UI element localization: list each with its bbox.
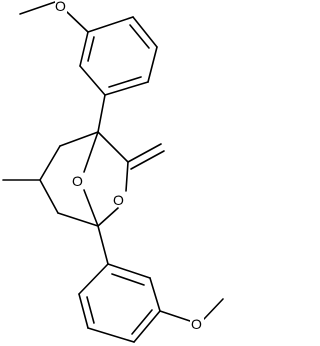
top-aryl-bond-3 [147, 46, 158, 83]
methoxy-top-oxygen-label: O [55, 0, 66, 14]
ring-oxygen-to-lower-bridgehead-bond [97, 207, 119, 227]
atom-labels: O O O O [55, 0, 204, 332]
bridge-oxygen-label: O [72, 173, 83, 189]
bottom-aryl-to-methoxy-oxygen-bond [159, 310, 191, 322]
structure-diagram: O O O O [2, 0, 224, 343]
bottom-aryl-bond-3 [87, 327, 135, 343]
exocyclic-methylene-bond-outer [127, 143, 162, 163]
bottom-aryl-bond-4 [133, 310, 161, 343]
methyl-carbon-to-ring-carbon-bond [39, 179, 59, 214]
ring-oxygen-label: O [113, 192, 124, 208]
lower-bridgehead-to-bottom-aryl-bond [97, 225, 109, 265]
bottom-aryl-bond-2 [78, 293, 89, 329]
bottom-aryl-bond-4-inner [131, 309, 153, 335]
alkene-carbon-to-ring-oxygen-bond [125, 161, 129, 192]
top-aryl-bond-5 [79, 65, 106, 96]
bottom-aryl-bond-6-inner [111, 273, 145, 286]
bottom-aryl-bond-6 [107, 263, 151, 279]
upper-bridgehead-to-alkene-carbon-bond [97, 131, 129, 163]
top-methoxy-methyl-bond [19, 1, 56, 15]
top-aryl-bond-1 [87, 16, 134, 33]
top-aryl-bond-2 [132, 16, 158, 48]
bottom-aryl-bond-1 [78, 263, 109, 295]
bottom-aryl-bond-5 [149, 277, 161, 312]
ring-carbon-to-lower-bridgehead-bond [57, 212, 99, 227]
top-methoxy-oxygen-to-ring-bond [66, 11, 89, 33]
top-aryl-bond-4-inner [108, 76, 142, 88]
exocyclic-methylene-bond-inner [130, 150, 165, 170]
top-aryl-bond-2-inner [129, 24, 150, 49]
bicyclic-structure-svg: O O O O [2, 0, 224, 343]
top-aryl-bond-6-inner [87, 36, 95, 62]
bridgehead-to-ring-carbon-bond [59, 131, 99, 147]
top-aryl-bond-6 [79, 31, 89, 67]
top-aryl-to-bridgehead-bond [97, 94, 106, 133]
bottom-methoxyphenyl-group [78, 225, 224, 343]
methoxy-bottom-oxygen-label: O [191, 316, 202, 332]
top-methoxyphenyl-group [19, 1, 158, 96]
ring-carbon-to-methyl-carbon-bond [39, 145, 61, 181]
bicyclic-core [2, 94, 165, 227]
bottom-aryl-bond-2-inner [86, 296, 95, 324]
bottom-methoxy-methyl-bond [203, 298, 224, 320]
top-aryl-bond-4 [104, 81, 149, 96]
upper-bridgehead-to-bridge-oxygen-bond [83, 131, 99, 173]
bridge-oxygen-to-lower-bridgehead-bond [83, 189, 99, 227]
